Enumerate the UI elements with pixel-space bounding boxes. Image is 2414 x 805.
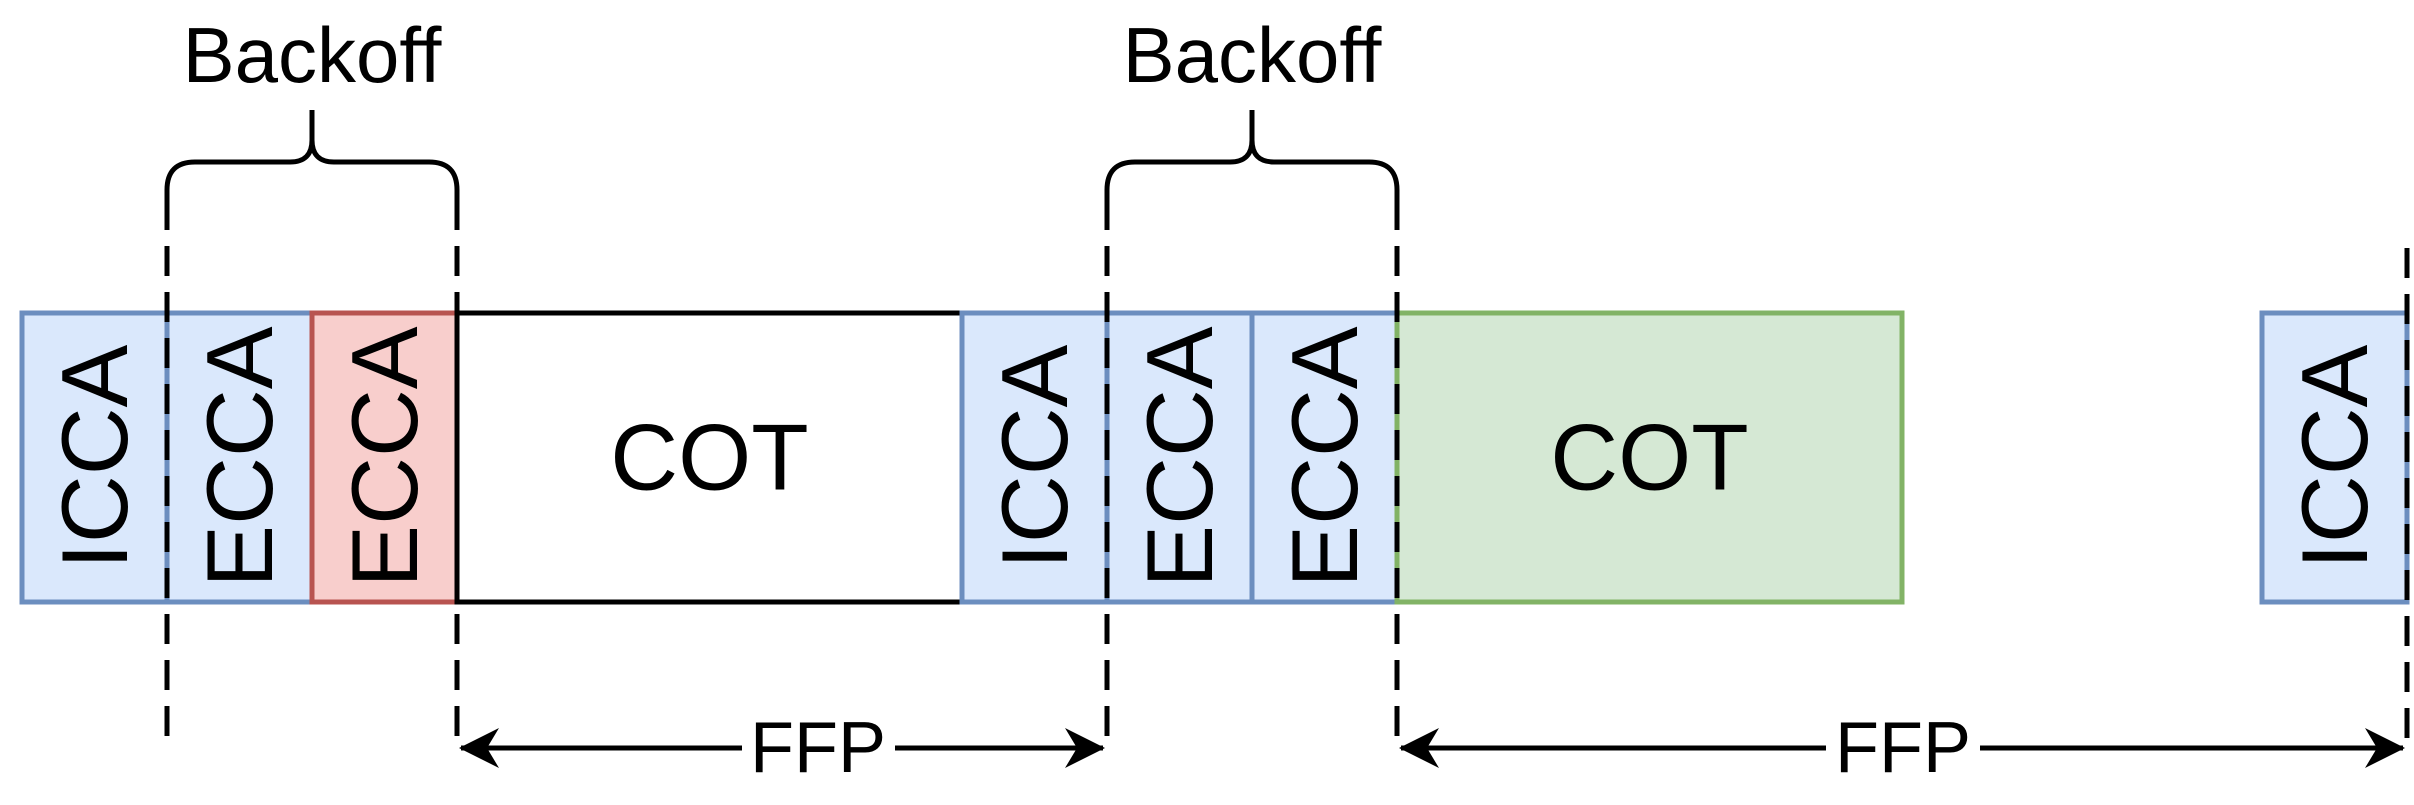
ecca-block-3: ECCA <box>1104 310 1255 605</box>
icca-block-2: ICCA <box>959 310 1110 605</box>
ffp-arrow-2: FFP <box>1399 708 2405 788</box>
ecca-block-3-label: ECCA <box>1127 326 1232 587</box>
ecca-block-2-rect <box>309 310 460 605</box>
backoff-brace-2-path <box>1104 110 1400 200</box>
cot-block-1-label: COT <box>610 405 808 510</box>
icca-block-3-rect <box>2259 310 2410 605</box>
ecca-block-4-label: ECCA <box>1272 326 1377 587</box>
backoff-label-2: Backoff <box>1123 11 1382 99</box>
cot-block-2: COT <box>1394 310 1905 605</box>
backoff-brace-2 <box>1104 110 1400 200</box>
icca-block-1-rect <box>19 310 170 605</box>
ecca-block-1-label: ECCA <box>187 326 292 587</box>
icca-block-2-label: ICCA <box>982 344 1087 569</box>
ecca-block-2-label: ECCA <box>332 326 437 587</box>
block-row: ICCA ECCA ECCA COT ICCA ECCA ECCA COT <box>19 310 2410 605</box>
backoff-brace-1 <box>164 110 460 200</box>
icca-block-2-rect <box>959 310 1110 605</box>
ecca-block-1: ECCA <box>164 310 315 605</box>
ffp-arrow-1: FFP <box>459 708 1105 788</box>
ffp-label-1: FFP <box>750 708 886 788</box>
ecca-block-2-busy: ECCA <box>309 310 460 605</box>
icca-block-1: ICCA <box>19 310 170 605</box>
boundary-lines <box>164 200 2410 748</box>
ffp-label-2: FFP <box>1835 708 1971 788</box>
backoff-brace-1-path <box>164 110 460 200</box>
ecca-block-4: ECCA <box>1249 310 1400 605</box>
ecca-block-1-rect <box>164 310 315 605</box>
cot-block-2-label: COT <box>1550 405 1748 510</box>
icca-block-3: ICCA <box>2259 310 2410 605</box>
ecca-block-4-rect <box>1249 310 1400 605</box>
icca-block-3-label: ICCA <box>2282 344 2387 569</box>
backoff-label-1: Backoff <box>183 11 442 99</box>
cot-block-1: COT <box>454 310 965 605</box>
icca-block-1-label: ICCA <box>42 344 147 569</box>
cot-block-1-rect <box>454 310 965 605</box>
